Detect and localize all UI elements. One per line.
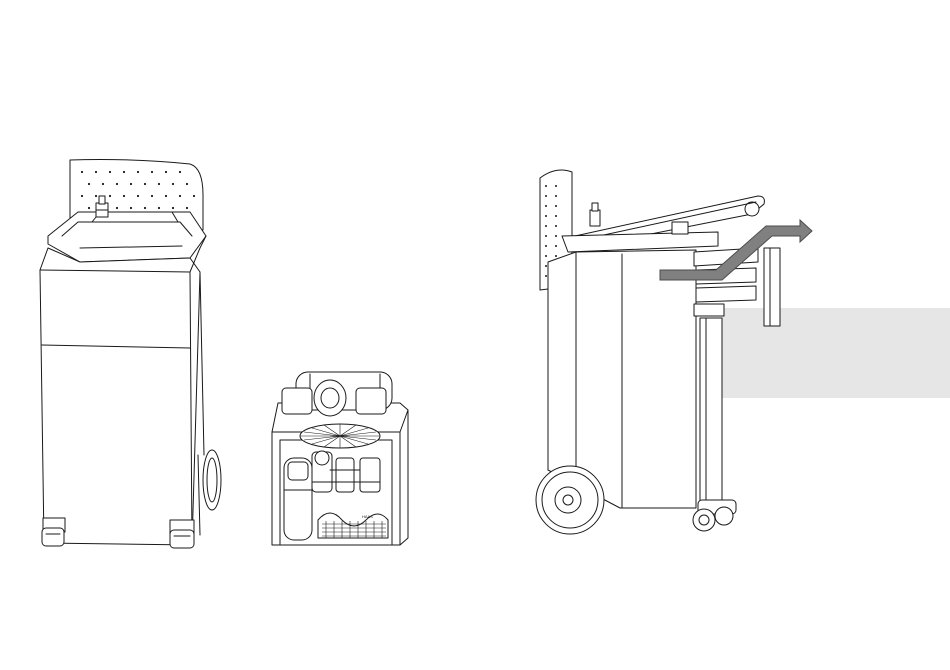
cabinet-body	[40, 248, 200, 545]
cabinet-front-view	[40, 160, 221, 549]
front-caster-right	[170, 520, 194, 548]
side-rear-wheel	[536, 466, 604, 534]
side-top-plate	[562, 232, 718, 252]
air-tank	[284, 458, 312, 540]
compressor-unit-view: HAAS	[272, 372, 408, 545]
front-caster-left	[42, 518, 65, 546]
highlight-panel	[722, 308, 950, 398]
sink-basin	[48, 212, 206, 262]
side-front-caster	[693, 500, 736, 531]
compressor-tag-label: HAAS	[362, 514, 373, 519]
cabinet-side-view	[536, 170, 950, 534]
side-faucet-icon	[590, 203, 600, 226]
rear-wheel	[203, 450, 221, 510]
cooling-fan-icon	[300, 424, 380, 448]
